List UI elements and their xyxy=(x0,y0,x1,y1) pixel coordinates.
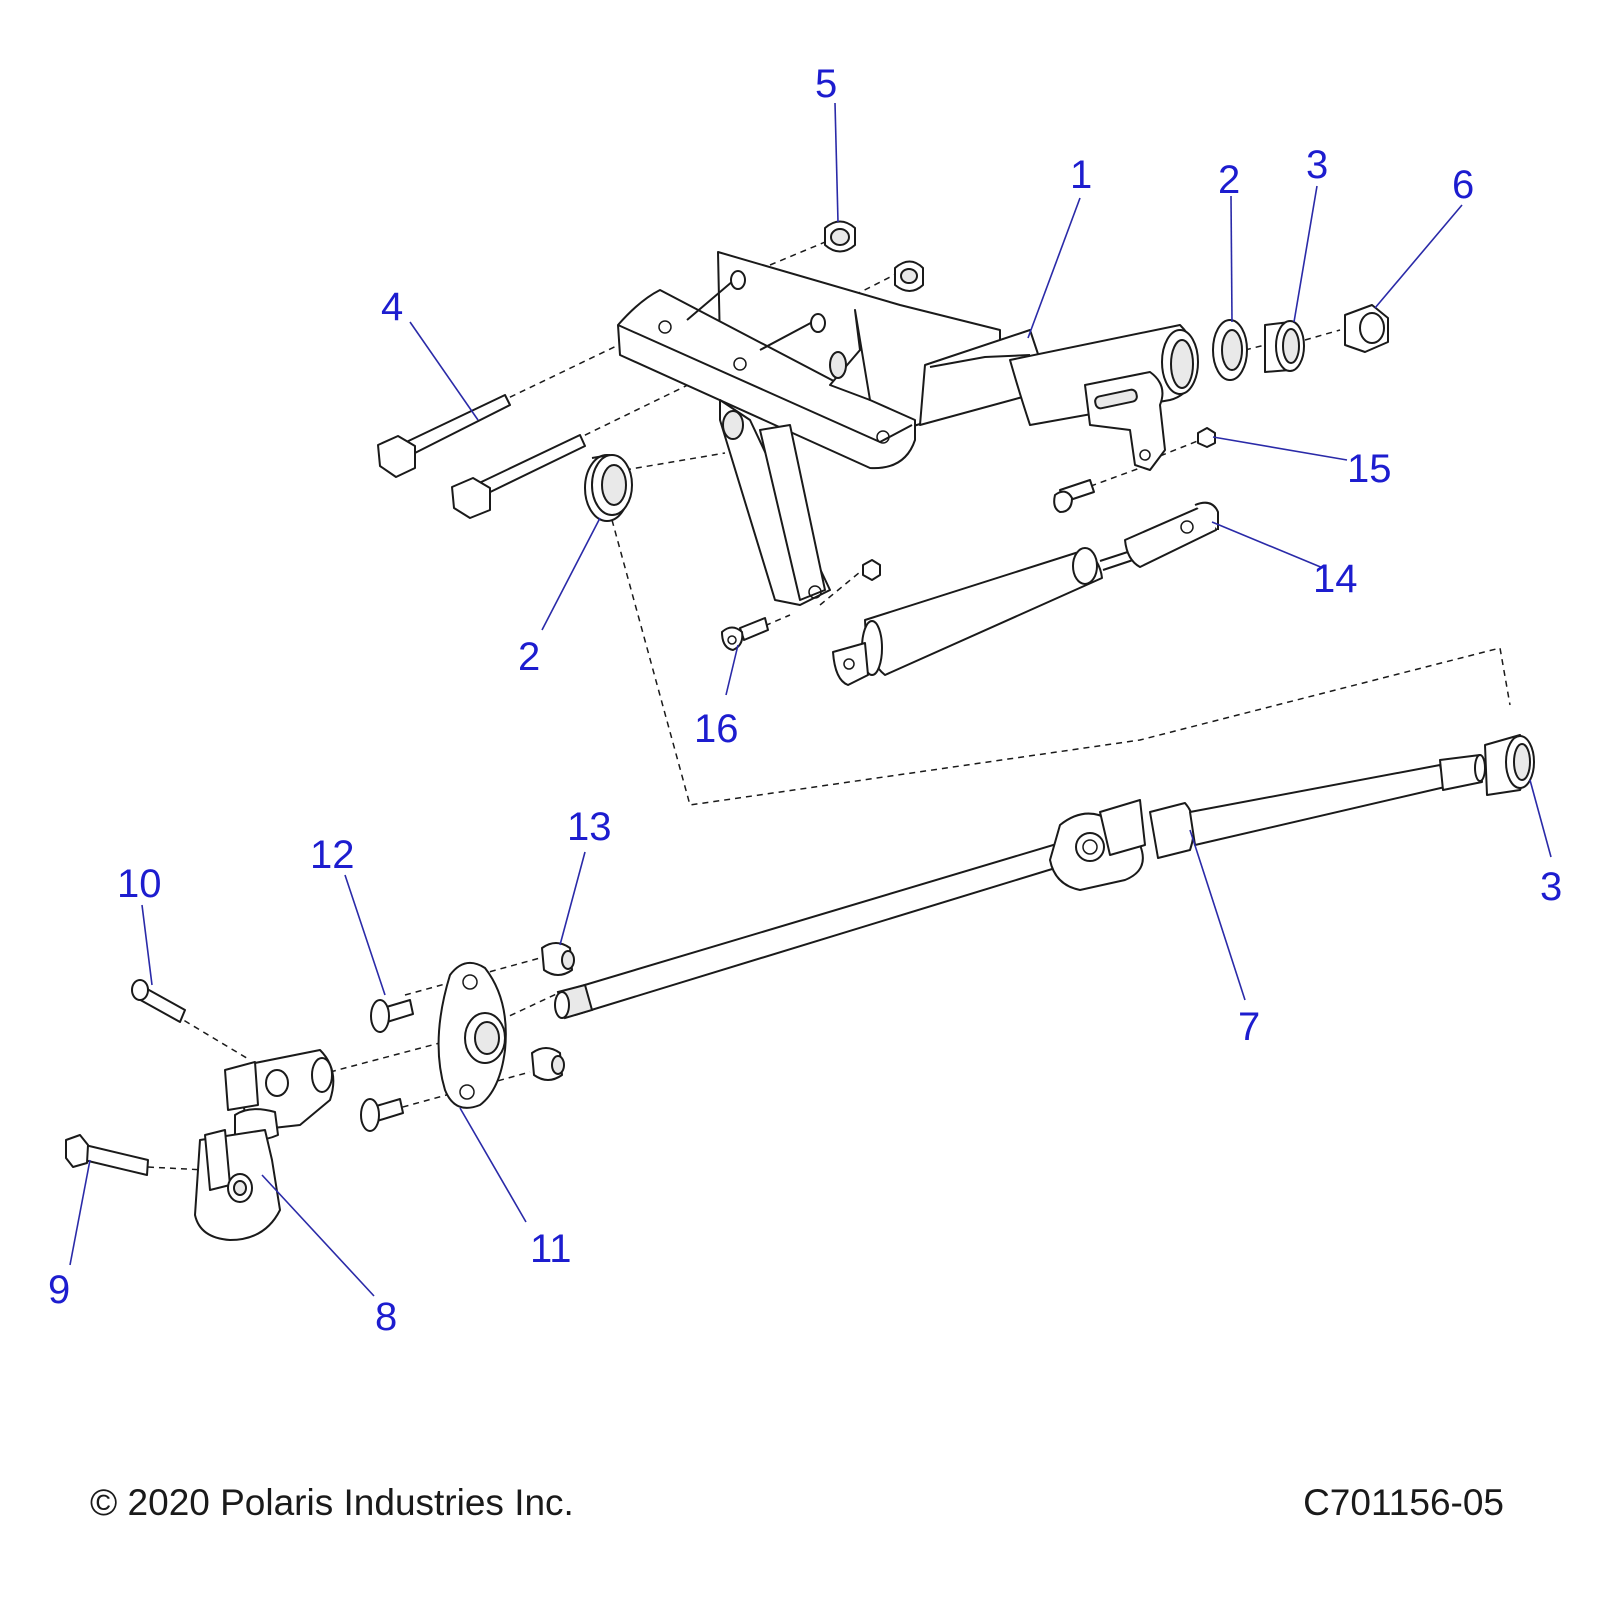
callout-12: 12 xyxy=(310,833,355,877)
callout-9: 9 xyxy=(48,1268,70,1312)
bolt-part-10 xyxy=(131,979,186,1023)
universal-joint-part-8 xyxy=(194,1049,335,1241)
gas-strut-part-14 xyxy=(832,501,1219,686)
bushing-part-3-top xyxy=(1264,320,1305,373)
bolt-part-9 xyxy=(65,1134,149,1176)
leader-lines xyxy=(69,102,1552,1297)
screw-part-16 xyxy=(721,617,769,651)
steering-bracket-part-1 xyxy=(617,251,1199,606)
callout-2-left: 2 xyxy=(518,635,540,679)
callout-15: 15 xyxy=(1347,447,1392,491)
nut-part-15 xyxy=(1197,427,1216,448)
callout-13: 13 xyxy=(567,805,612,849)
bushing-part-3-right xyxy=(1484,734,1535,796)
flange-bearing-part-11 xyxy=(437,961,507,1109)
nut-part-13 xyxy=(531,942,575,1081)
bearing-part-2-top xyxy=(1212,319,1248,381)
callout-14: 14 xyxy=(1313,557,1358,601)
callout-1: 1 xyxy=(1070,153,1092,197)
callout-6: 6 xyxy=(1452,163,1474,207)
callout-7: 7 xyxy=(1238,1005,1260,1049)
bolt-part-4 xyxy=(377,394,586,519)
steering-shaft-part-7 xyxy=(554,754,1486,1020)
callout-5: 5 xyxy=(815,62,837,106)
callout-10: 10 xyxy=(117,862,162,906)
screw-bracket xyxy=(862,479,1095,581)
callout-3-top: 3 xyxy=(1306,143,1328,187)
callout-4: 4 xyxy=(381,285,403,329)
callout-16: 16 xyxy=(694,707,739,751)
bearing-part-2-left xyxy=(584,454,633,522)
nut-part-6 xyxy=(1344,304,1389,353)
diagram-part-number: C701156-05 xyxy=(1303,1482,1504,1523)
callout-2-top: 2 xyxy=(1218,158,1240,202)
callout-8: 8 xyxy=(375,1295,397,1339)
callout-labels: 5 1 2 3 6 4 15 14 2 16 3 7 13 12 10 11 8… xyxy=(48,62,1562,1339)
grommet-part-5 xyxy=(824,220,924,292)
bolt-part-12 xyxy=(360,999,414,1132)
copyright-notice: © 2020 Polaris Industries Inc. xyxy=(90,1482,574,1523)
callout-3-right: 3 xyxy=(1540,865,1562,909)
callout-11: 11 xyxy=(530,1227,572,1271)
